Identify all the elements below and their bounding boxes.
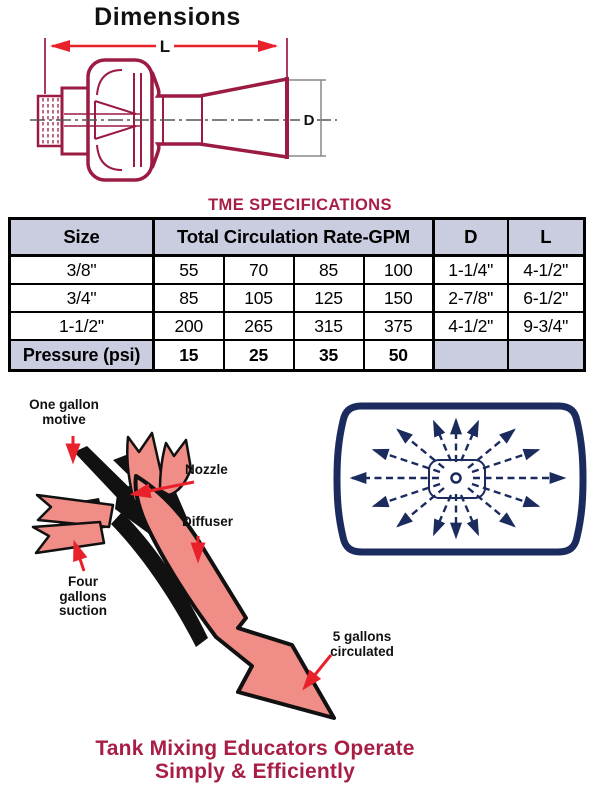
length-dimension-arrow-icon: L xyxy=(50,36,278,56)
threaded-inlet xyxy=(36,94,64,148)
circulated-label: 5 gallons circulated xyxy=(330,629,394,659)
length-label: L xyxy=(160,37,170,56)
rate-cell: 85 xyxy=(152,283,225,313)
circulation-arrow-icon xyxy=(133,474,336,720)
pressure-cell: 25 xyxy=(222,339,295,372)
d-cell: 1-1/4" xyxy=(432,254,509,285)
pressure-cell: 35 xyxy=(292,339,365,372)
suction-label: Four gallons suction xyxy=(58,574,107,618)
mixing-flow-arrows xyxy=(349,417,567,540)
rate-cell: 125 xyxy=(292,283,365,313)
diameter-label: D xyxy=(304,112,315,129)
rate-cell: 265 xyxy=(222,311,295,341)
table-header-row: Size Total Circulation Rate-GPM D L xyxy=(8,217,586,257)
empty-cell xyxy=(432,339,509,372)
size-cell: 3/4" xyxy=(8,283,155,313)
pressure-row: Pressure (psi) 15 25 35 50 xyxy=(8,339,586,372)
rate-cell: 100 xyxy=(362,254,435,285)
eductor-dimension-drawing: L xyxy=(30,36,337,182)
rate-cell: 375 xyxy=(362,311,435,341)
nozzle-callout-arrow-icon xyxy=(129,480,195,499)
pressure-cell: 50 xyxy=(362,339,435,372)
suction-ribbon-icon xyxy=(35,493,115,529)
diffuser-label: Diffuser xyxy=(182,514,234,529)
pressure-label: Pressure (psi) xyxy=(8,339,155,372)
rate-cell: 150 xyxy=(362,283,435,313)
nozzle-label: Nozzle xyxy=(185,462,228,477)
eductor-flow-illustration xyxy=(31,431,336,720)
rate-cell: 55 xyxy=(152,254,225,285)
l-cell: 9-3/4" xyxy=(506,311,586,341)
l-cell: 4-1/2" xyxy=(506,254,586,285)
diffuser-top-edge xyxy=(150,71,288,98)
eductor-center-icon xyxy=(450,472,462,484)
rate-cell: 85 xyxy=(292,254,365,285)
rate-cell: 200 xyxy=(152,311,225,341)
eductor-position-box xyxy=(428,459,486,499)
header-rate: Total Circulation Rate-GPM xyxy=(152,217,435,257)
d-cell: 2-7/8" xyxy=(432,283,509,313)
empty-cell xyxy=(506,339,586,372)
pressure-cell: 15 xyxy=(152,339,225,372)
tank-mixing-diagram xyxy=(333,402,587,556)
suction-callout-arrow-icon xyxy=(73,539,88,572)
diffuser-bottom-edge xyxy=(150,142,288,169)
circulated-callout-arrow-icon xyxy=(302,654,333,691)
suction-ribbon-icon xyxy=(31,520,106,555)
table-row: 1-1/2" 200 265 315 375 4-1/2" 9-3/4" xyxy=(8,311,586,341)
caption: Tank Mixing Educators Operate Simply & E… xyxy=(30,737,480,783)
callout-arrows xyxy=(65,436,333,691)
caption-line: Tank Mixing Educators Operate xyxy=(95,737,415,760)
spec-table: Size Total Circulation Rate-GPM D L 3/8"… xyxy=(8,217,586,372)
dimensions-title: Dimensions xyxy=(94,3,241,31)
motive-label: One gallon motive xyxy=(29,397,99,427)
diameter-dimension-lines xyxy=(289,79,326,157)
inlet-collar xyxy=(60,86,92,156)
diameter-label-bg xyxy=(300,109,317,128)
size-cell: 3/8" xyxy=(8,254,155,285)
extension-lines xyxy=(44,38,288,94)
rate-cell: 105 xyxy=(222,283,295,313)
caption-line: Simply & Efficiently xyxy=(154,760,356,783)
d-cell: 4-1/2" xyxy=(432,311,509,341)
motive-ribbon-icon xyxy=(158,438,193,497)
spec-table-title: TME SPECIFICATIONS xyxy=(208,196,392,214)
size-cell: 1-1/2" xyxy=(8,311,155,341)
table-row: 3/4" 85 105 125 150 2-7/8" 6-1/2" xyxy=(8,283,586,313)
header-size: Size xyxy=(8,217,155,257)
rate-cell: 315 xyxy=(292,311,365,341)
l-cell: 6-1/2" xyxy=(506,283,586,313)
rate-cell: 70 xyxy=(222,254,295,285)
table-row: 3/8" 55 70 85 100 1-1/4" 4-1/2" xyxy=(8,254,586,285)
header-d: D xyxy=(432,217,509,257)
header-l: L xyxy=(506,217,586,257)
